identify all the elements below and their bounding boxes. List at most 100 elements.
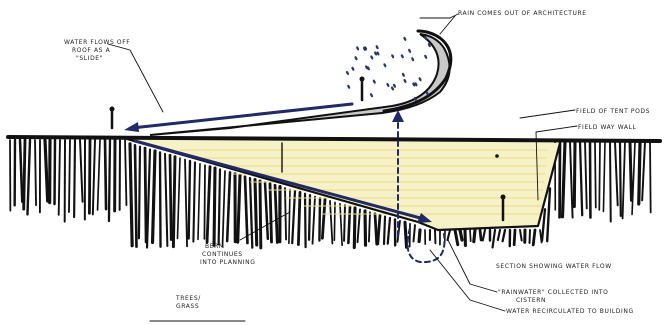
hatch-stroke: [173, 157, 175, 247]
hatch-stroke: [388, 218, 390, 244]
hatch-stroke: [603, 142, 605, 211]
hatch-stroke: [365, 211, 366, 245]
hatch-stroke: [198, 164, 200, 240]
label-section: SECTION SHOWING WATER FLOW: [496, 263, 612, 270]
cistern-loop: [408, 228, 445, 262]
hatch-stroke: [632, 142, 635, 214]
leader-recirc: [430, 250, 505, 311]
hatch-stroke: [74, 140, 75, 217]
hatch-stroke: [292, 191, 295, 243]
hatch-stroke: [533, 230, 535, 245]
leader-tent: [520, 110, 575, 118]
hatch-stroke: [623, 142, 625, 219]
hatch-stroke: [460, 230, 462, 240]
hatch-stroke: [498, 230, 500, 240]
hatch-stroke: [642, 142, 645, 200]
hatch-stroke: [574, 142, 575, 207]
person-figure-roof: [360, 77, 365, 101]
label-berm-3: INTO PLANNING: [200, 259, 255, 266]
hatch-stroke: [20, 140, 22, 202]
hatch-stroke: [270, 184, 272, 242]
label-left-2: ROOF AS A: [72, 47, 111, 54]
hatch-stroke: [595, 142, 596, 208]
label-left-3: "SLIDE": [76, 55, 103, 62]
hatch-stroke: [348, 207, 350, 243]
hatch-stroke: [630, 142, 631, 200]
hatch-stroke: [322, 199, 325, 238]
leader-rainwater: [448, 240, 497, 292]
leader-left: [108, 44, 163, 112]
hatch-stroke: [93, 140, 95, 214]
hatch-stroke: [219, 170, 220, 245]
hatch-stroke: [413, 225, 415, 241]
rain-drop: [401, 72, 405, 77]
hatch-stroke: [547, 189, 550, 242]
label-berm-2: CONTINUES: [202, 251, 243, 258]
leader-rain: [420, 14, 458, 18]
hatch-stroke: [483, 230, 485, 240]
hatch-stroke: [514, 230, 515, 245]
hatch-stroke: [503, 230, 505, 241]
hatch-stroke: [177, 158, 180, 238]
hatch-stroke: [610, 142, 611, 222]
hatch-stroke: [319, 198, 320, 240]
hatch-stroke: [570, 142, 573, 218]
hatch-stroke: [250, 178, 252, 248]
hatch-stroke: [135, 145, 136, 246]
hatch-stroke: [585, 142, 587, 208]
hatch-stroke: [639, 142, 640, 204]
rain-drop: [369, 93, 373, 98]
label-recirculated: WATER RECIRCULATED TO BUILDING: [506, 308, 634, 315]
hatch-stroke: [448, 230, 450, 240]
hatch-stroke: [298, 192, 300, 244]
hatch-stroke: [227, 172, 230, 241]
hatch-stroke: [313, 197, 315, 244]
rain-drop: [375, 45, 379, 50]
hatch-stroke: [309, 195, 310, 240]
field-dot: [495, 154, 499, 158]
hatch-stroke: [405, 222, 407, 247]
label-bottom-1: TREES/: [175, 295, 201, 302]
hatch-stroke: [474, 230, 475, 242]
rain-drop: [356, 46, 360, 51]
hatch-stroke: [563, 142, 565, 217]
hatch-stroke: [369, 212, 370, 241]
label-rain: RAIN COMES OUT OF ARCHITECTURE: [458, 10, 587, 17]
rain-drop: [408, 48, 412, 53]
hatch-stroke: [160, 152, 161, 246]
hatch-stroke: [470, 230, 471, 241]
hatch-stroke: [59, 140, 60, 215]
hatch-stroke: [98, 140, 100, 210]
hatch-stroke: [480, 230, 481, 240]
hatch-stroke: [580, 142, 582, 215]
label-rainwater-2: CISTERN: [516, 297, 546, 304]
hatch-stroke: [599, 142, 600, 210]
hatch-stroke: [80, 140, 83, 202]
hatch-stroke: [130, 144, 132, 246]
hatch-stroke: [193, 162, 195, 241]
hatch-stroke: [245, 177, 247, 243]
person-figure-left: [110, 107, 115, 129]
rain-drop: [400, 54, 404, 59]
rain-drop: [424, 54, 428, 59]
hatch-stroke: [455, 230, 458, 245]
hatch-stroke: [109, 140, 110, 221]
hatch-stroke: [165, 154, 167, 246]
label-rainwater-1: "RAINWATER" COLLECTED INTO: [498, 289, 608, 296]
hatch-stroke: [125, 140, 126, 205]
rain-drops: [345, 36, 431, 102]
hatch-stroke: [27, 140, 30, 214]
hatch-stroke: [139, 147, 140, 239]
rain-drop: [403, 36, 407, 41]
rain-drop: [370, 55, 374, 60]
label-berm-1: BERM: [205, 243, 225, 250]
hatch-stroke: [153, 151, 155, 242]
hatch-stroke: [69, 140, 70, 212]
rain-drop: [403, 78, 407, 83]
leader-rain-drop: [440, 16, 455, 34]
hatch-stroke: [214, 168, 215, 245]
roof-flow-arrowhead: [124, 122, 139, 132]
hatch-stroke: [334, 202, 335, 240]
rain-drop: [411, 57, 415, 62]
hatch-stroke: [207, 167, 210, 242]
